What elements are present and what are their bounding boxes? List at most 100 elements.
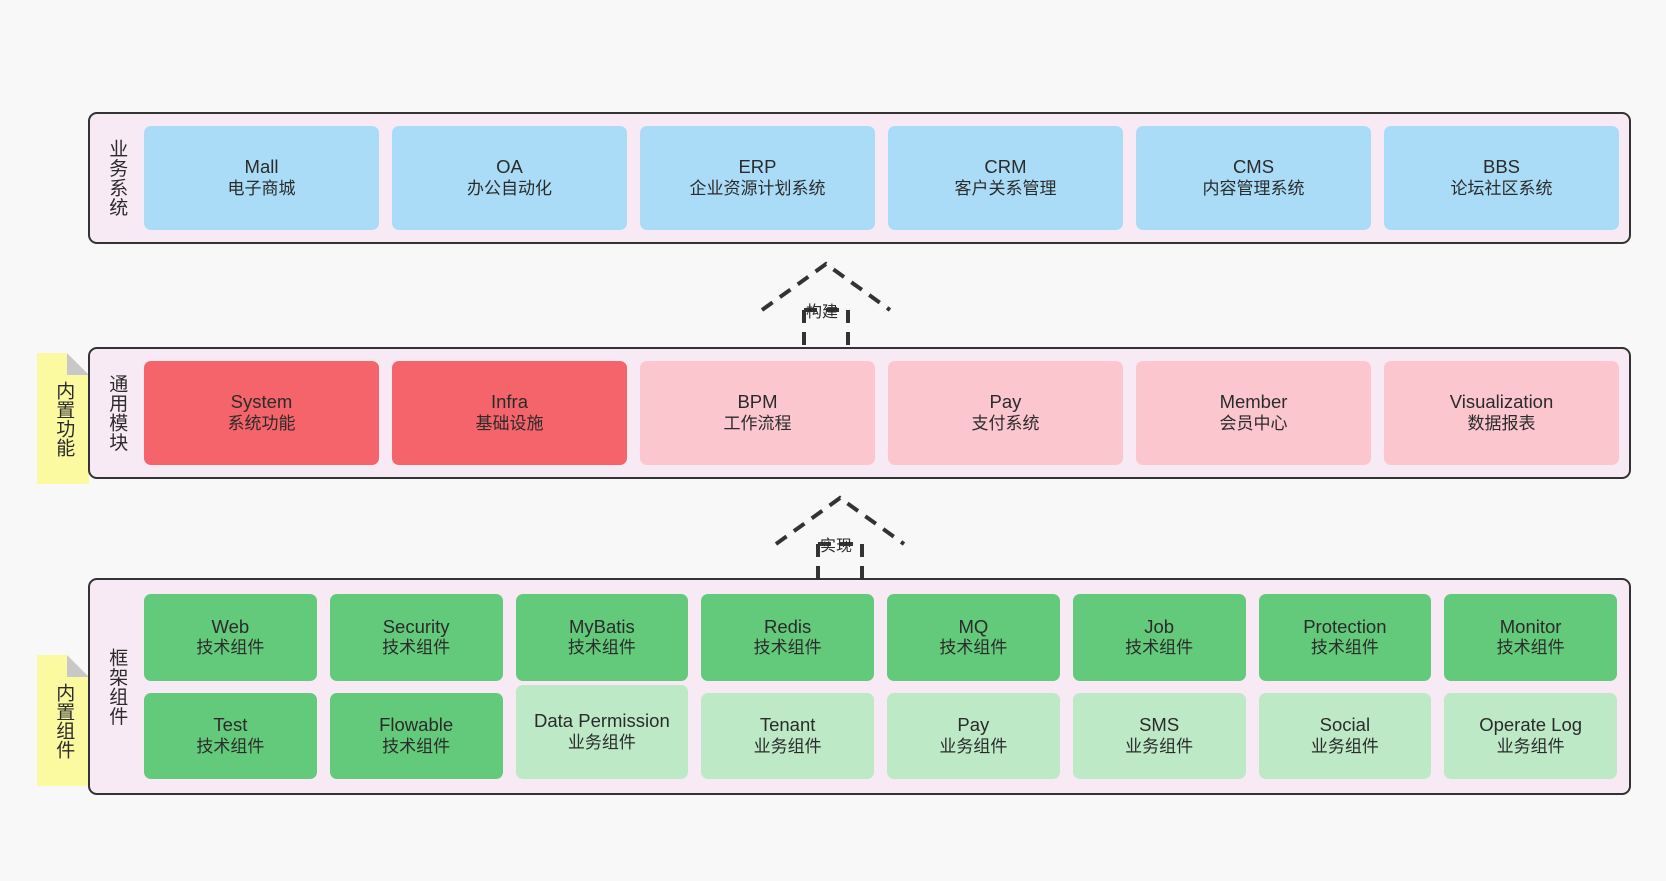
node-en: Redis xyxy=(763,615,812,637)
node-flowable[interactable]: Flowable 技术组件 xyxy=(329,692,503,779)
node-en: Member xyxy=(1219,391,1288,413)
node-en: System xyxy=(230,391,293,413)
node-job[interactable]: Job 技术组件 xyxy=(1072,594,1246,681)
note-label: 内置功能 xyxy=(53,380,75,457)
node-cn: 技术组件 xyxy=(196,638,265,658)
node-crm[interactable]: CRM 客户关系管理 xyxy=(888,126,1123,230)
node-cn: 内容管理系统 xyxy=(1202,178,1305,198)
generalization-arrowhead-icon xyxy=(760,261,892,312)
node-en: OA xyxy=(496,156,523,178)
node-en: Flowable xyxy=(379,714,454,736)
node-test[interactable]: Test 技术组件 xyxy=(144,692,317,779)
node-security[interactable]: Security 技术组件 xyxy=(329,594,503,681)
node-cn: 技术组件 xyxy=(196,736,265,756)
node-operate-log[interactable]: Operate Log 业务组件 xyxy=(1444,692,1617,779)
node-cn: 企业资源计划系统 xyxy=(689,178,826,198)
node-cn: 工作流程 xyxy=(723,413,792,433)
node-en: SMS xyxy=(1139,714,1180,736)
note-fold-icon xyxy=(67,353,89,375)
layer-title-framework-component: 框架组件 xyxy=(106,647,128,726)
node-bpm[interactable]: BPM 工作流程 xyxy=(640,361,875,465)
node-en: Monitor xyxy=(1499,615,1562,637)
generalization-arrowhead-icon xyxy=(774,495,906,546)
node-en: BBS xyxy=(1482,156,1521,178)
note-builtin-function: 内置功能 xyxy=(37,353,89,484)
node-data-permission[interactable]: Data Permission 业务组件 xyxy=(515,684,689,779)
node-cn: 业务组件 xyxy=(1496,736,1565,756)
node-cn: 论坛社区系统 xyxy=(1450,178,1553,198)
layer-body-common-module: System 系统功能 Infra 基础设施 BPM 工作流程 Pay 支付系统… xyxy=(142,349,1629,477)
node-web[interactable]: Web 技术组件 xyxy=(144,594,317,681)
node-cn: 基础设施 xyxy=(475,413,544,433)
node-redis[interactable]: Redis 技术组件 xyxy=(701,594,874,681)
node-social[interactable]: Social 业务组件 xyxy=(1258,692,1432,779)
node-system[interactable]: System 系统功能 xyxy=(144,361,379,465)
node-en: Operate Log xyxy=(1479,714,1583,736)
node-en: Security xyxy=(382,615,450,637)
node-cn: 数据报表 xyxy=(1467,413,1536,433)
node-en: MyBatis xyxy=(568,615,635,637)
node-cn: 业务组件 xyxy=(567,732,636,752)
node-en: Protection xyxy=(1303,615,1387,637)
node-cn: 技术组件 xyxy=(939,638,1008,658)
node-monitor[interactable]: Monitor 技术组件 xyxy=(1444,594,1617,681)
node-en: Visualization xyxy=(1449,391,1554,413)
node-cn: 业务组件 xyxy=(1125,736,1194,756)
node-cn: 客户关系管理 xyxy=(954,178,1057,198)
node-mybatis[interactable]: MyBatis 技术组件 xyxy=(515,594,689,681)
node-en: Web xyxy=(211,615,250,637)
node-bbs[interactable]: BBS 论坛社区系统 xyxy=(1384,126,1619,230)
node-erp[interactable]: ERP 企业资源计划系统 xyxy=(640,126,875,230)
node-en: ERP xyxy=(738,156,777,178)
note-fold-icon xyxy=(67,655,89,677)
node-en: Pay xyxy=(989,391,1022,413)
node-protection[interactable]: Protection 技术组件 xyxy=(1258,594,1432,681)
layer-business-system: 业务系统 Mall 电子商城 OA 办公自动化 ERP 企业资源计划系统 CRM… xyxy=(88,112,1631,244)
layer-body-framework-component: Web 技术组件 Security 技术组件 MyBatis 技术组件 Redi… xyxy=(142,580,1629,793)
node-cn: 业务组件 xyxy=(753,736,822,756)
node-en: Test xyxy=(213,714,248,736)
node-en: Infra xyxy=(490,391,529,413)
layer-framework-component: 框架组件 Web 技术组件 Security 技术组件 MyBatis 技术组件… xyxy=(88,578,1631,795)
node-infra[interactable]: Infra 基础设施 xyxy=(392,361,627,465)
node-cn: 技术组件 xyxy=(753,638,822,658)
layer-title-common-module: 通用模块 xyxy=(106,374,128,452)
layer-body-business-system: Mall 电子商城 OA 办公自动化 ERP 企业资源计划系统 CRM 客户关系… xyxy=(142,114,1629,242)
node-member[interactable]: Member 会员中心 xyxy=(1136,361,1371,465)
node-en: BPM xyxy=(737,391,778,413)
node-cn: 技术组件 xyxy=(1125,638,1194,658)
node-cn: 技术组件 xyxy=(567,638,636,658)
connector-build: 构建 xyxy=(756,258,916,348)
connector-build-label: 构建 xyxy=(806,304,839,321)
node-cn: 会员中心 xyxy=(1219,413,1288,433)
node-cn: 业务组件 xyxy=(1310,736,1379,756)
node-en: Pay xyxy=(957,714,990,736)
framework-row-tech: Web 技术组件 Security 技术组件 MyBatis 技术组件 Redi… xyxy=(144,594,1617,681)
node-en: CRM xyxy=(984,156,1027,178)
node-cn: 支付系统 xyxy=(971,413,1040,433)
node-cn: 技术组件 xyxy=(382,736,451,756)
node-sms[interactable]: SMS 业务组件 xyxy=(1072,692,1246,779)
node-cn: 电子商城 xyxy=(227,178,296,198)
note-builtin-component: 内置组件 xyxy=(37,655,89,786)
node-cms[interactable]: CMS 内容管理系统 xyxy=(1136,126,1371,230)
node-oa[interactable]: OA 办公自动化 xyxy=(392,126,627,230)
node-cn: 业务组件 xyxy=(939,736,1008,756)
layer-title-business-system: 业务系统 xyxy=(106,139,128,217)
node-tenant[interactable]: Tenant 业务组件 xyxy=(701,692,874,779)
framework-row-business: Test 技术组件 Flowable 技术组件 Data Permission … xyxy=(144,684,1617,779)
connector-implement-label: 实现 xyxy=(820,538,853,555)
connector-implement: 实现 xyxy=(770,492,930,582)
layer-common-module: 通用模块 System 系统功能 Infra 基础设施 BPM 工作流程 Pay… xyxy=(88,347,1631,479)
node-pay-module[interactable]: Pay 支付系统 xyxy=(888,361,1123,465)
node-en: Job xyxy=(1144,615,1175,637)
node-en: Mall xyxy=(244,156,279,178)
node-visualization[interactable]: Visualization 数据报表 xyxy=(1384,361,1619,465)
node-en: Social xyxy=(1319,714,1371,736)
node-en: Tenant xyxy=(759,714,816,736)
node-pay-component[interactable]: Pay 业务组件 xyxy=(887,692,1060,779)
node-mq[interactable]: MQ 技术组件 xyxy=(887,594,1060,681)
node-mall[interactable]: Mall 电子商城 xyxy=(144,126,379,230)
node-cn: 技术组件 xyxy=(1310,638,1379,658)
